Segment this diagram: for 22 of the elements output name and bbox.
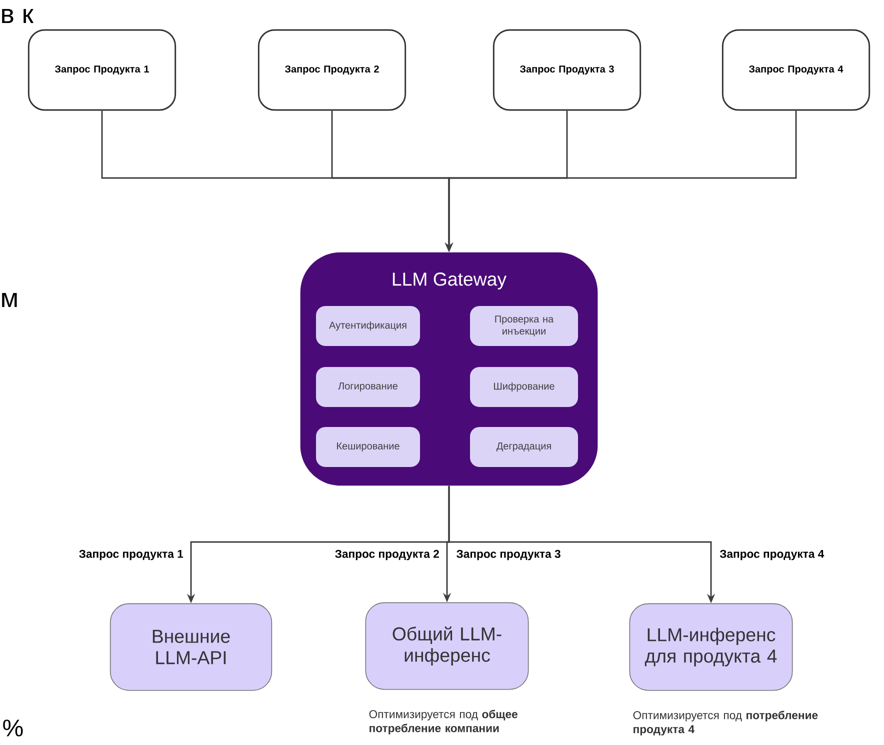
function-box: Шифрование bbox=[470, 367, 578, 407]
function-box: Логирование bbox=[316, 367, 420, 407]
inference-box: LLM-инференс для продукта 4 bbox=[629, 603, 793, 691]
text-fragment: м bbox=[2, 292, 17, 308]
flow-label: Запрос продукта 3 bbox=[456, 550, 560, 560]
caption-text: Оптимизируется под общее потребление компании bbox=[369, 710, 518, 734]
function-box: Аутентификация bbox=[316, 306, 420, 346]
text-fragment: в к bbox=[2, 8, 34, 24]
inference-box: Внешние LLM-API bbox=[110, 603, 272, 691]
caption-text: Оптимизируется под потребление продукта 4 bbox=[633, 710, 818, 736]
request-box: Запрос Продукта 4 bbox=[722, 29, 870, 111]
edge-label: Запрос продукта 4 bbox=[718, 548, 826, 562]
inference-box: Общий LLM-инференс bbox=[365, 602, 529, 690]
function-box: Деградация bbox=[470, 427, 578, 467]
request-box: Запрос Продукта 2 bbox=[258, 29, 406, 111]
request-box: Запрос Продукта 3 bbox=[492, 29, 642, 111]
text-fragment: % bbox=[3, 720, 23, 736]
request-box: Запрос Продукта 1 bbox=[28, 29, 176, 111]
function-box: Кеширование bbox=[316, 427, 420, 467]
edge-label: Запрос продукта 1 bbox=[78, 548, 185, 562]
function-box: Проверка на инъекции bbox=[470, 306, 578, 346]
edge-label: Запрос продукта 2 bbox=[334, 548, 441, 562]
